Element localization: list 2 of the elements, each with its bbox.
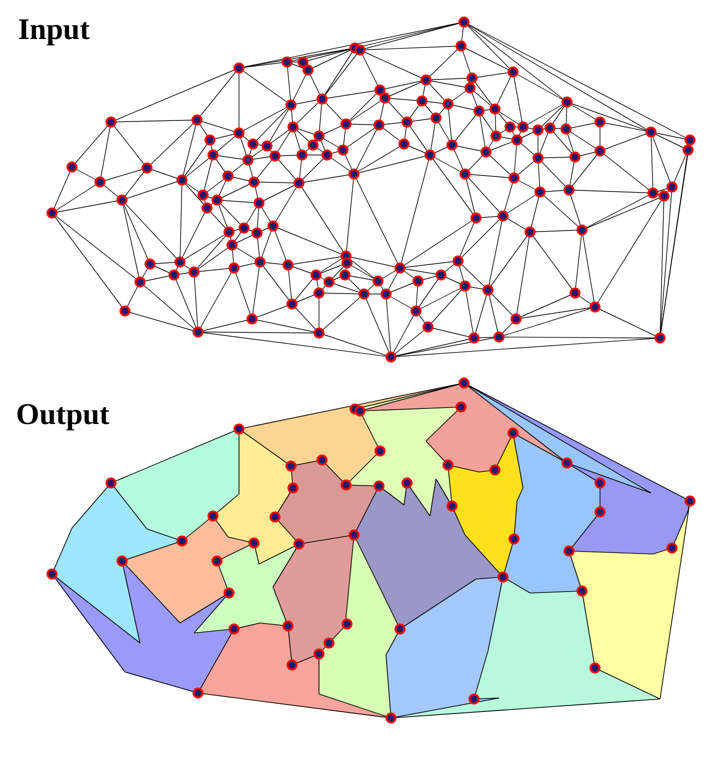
panel-title: Output xyxy=(16,400,110,430)
panel-title: Input xyxy=(18,15,90,45)
